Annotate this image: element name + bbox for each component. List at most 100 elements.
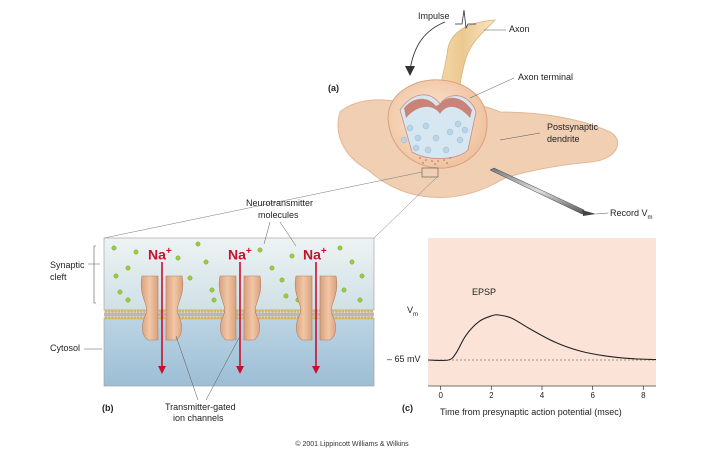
lipid-head <box>350 316 354 320</box>
x-tick-label: 6 <box>590 391 595 400</box>
lipid-head <box>267 309 271 313</box>
lipid-head <box>267 316 271 320</box>
lipid-head <box>344 309 348 313</box>
lipid-head <box>200 309 204 313</box>
neurotransmitter-label-line2: molecules <box>258 210 299 220</box>
record-vm-label: Record Vm <box>610 208 653 221</box>
lipid-head <box>139 309 143 313</box>
lipid-head <box>203 316 207 320</box>
neurotransmitter-molecule <box>269 265 275 271</box>
lipid-head <box>290 309 294 313</box>
lipid-head <box>235 309 239 313</box>
neurotransmitter-molecule <box>257 247 263 253</box>
lipid-head <box>334 309 338 313</box>
impulse-label: Impulse <box>418 11 450 21</box>
synaptic-cleft-label-line1: Synaptic <box>50 260 85 270</box>
neurotransmitter-molecule <box>113 273 119 279</box>
lipid-head <box>347 309 351 313</box>
lipid-head <box>261 309 265 313</box>
epsp-annotation: EPSP <box>472 287 497 297</box>
lipid-head <box>363 309 367 313</box>
y-axis-label: Vm <box>407 305 419 318</box>
lipid-head <box>117 316 121 320</box>
lipid-head <box>354 309 358 313</box>
lipid-head <box>206 316 210 320</box>
neurotransmitter-molecule <box>359 273 365 279</box>
neurotransmitter-molecule <box>187 275 193 281</box>
sodium-ion-label-1: Na+ <box>148 246 172 263</box>
lipid-head <box>274 309 278 313</box>
neurotransmitter-molecule <box>337 245 343 251</box>
neurotransmitter-molecule <box>209 287 215 293</box>
lipid-head <box>203 309 207 313</box>
lipid-head <box>350 309 354 313</box>
lipid-head <box>286 316 290 320</box>
copyright-notice: © 2001 Lippincott Williams & Wilkins <box>295 441 409 448</box>
ion-channel <box>218 262 262 374</box>
lipid-head <box>354 316 358 320</box>
panel-b-marker: (b) <box>102 403 114 413</box>
lipid-head <box>296 309 300 313</box>
lipid-head <box>133 316 137 320</box>
lipid-head <box>258 309 262 313</box>
neurotransmitter-molecule <box>349 259 355 265</box>
lipid-head <box>341 316 345 320</box>
lipid-head <box>162 316 166 320</box>
panel-c-marker: (c) <box>402 403 413 413</box>
lipid-head <box>360 316 364 320</box>
lipid-head <box>120 316 124 320</box>
lipid-head <box>136 316 140 320</box>
lipid-head <box>293 309 297 313</box>
lipid-head <box>357 316 361 320</box>
lipid-head <box>213 309 217 313</box>
lipid-head <box>200 316 204 320</box>
lipid-head <box>184 316 188 320</box>
neurotransmitter-molecule <box>175 255 181 261</box>
lipid-head <box>258 316 262 320</box>
panel-a-marker: (a) <box>328 83 339 93</box>
lipid-head <box>190 309 194 313</box>
lipid-tails <box>104 312 374 317</box>
lipid-head <box>197 316 201 320</box>
lipid-head <box>347 316 351 320</box>
postsynaptic-label-line1: Postsynaptic <box>547 122 599 132</box>
lipid-head <box>110 309 114 313</box>
x-tick-label: 4 <box>540 391 545 400</box>
lipid-head <box>210 309 214 313</box>
lipid-head <box>104 309 108 313</box>
lipid-head <box>341 309 345 313</box>
lipid-head <box>107 309 111 313</box>
lipid-head <box>187 316 191 320</box>
axon-terminal-label: Axon terminal <box>518 72 574 82</box>
lipid-head <box>366 316 370 320</box>
lipid-head <box>264 309 268 313</box>
ion-channels <box>140 262 338 374</box>
lipid-head <box>158 316 162 320</box>
sodium-ion-label-2: Na+ <box>228 246 252 263</box>
lipid-head <box>178 309 182 313</box>
lipid-head <box>219 309 223 313</box>
lipid-head <box>277 309 281 313</box>
lipid-head <box>277 316 281 320</box>
lipid-head <box>120 309 124 313</box>
lipid-head <box>190 316 194 320</box>
lipid-head <box>181 309 185 313</box>
lipid-head <box>130 316 134 320</box>
lipid-head <box>363 316 367 320</box>
neurotransmitter-molecule <box>125 297 131 303</box>
lipid-head <box>123 316 127 320</box>
lipid-head <box>331 309 335 313</box>
lipid-head <box>280 309 284 313</box>
lipid-head <box>283 316 287 320</box>
lipid-head <box>114 309 118 313</box>
lipid-head <box>123 309 127 313</box>
lipid-head <box>360 309 364 313</box>
ion-channels-label-line1: Transmitter-gated <box>165 402 236 412</box>
lipid-head <box>181 316 185 320</box>
lipid-head <box>293 316 297 320</box>
postsynaptic-label-line2: dendrite <box>547 134 580 144</box>
neurotransmitter-molecule <box>133 249 139 255</box>
lipid-head <box>104 316 108 320</box>
lipid-head <box>261 316 265 320</box>
panel-b-illustration <box>84 221 375 401</box>
